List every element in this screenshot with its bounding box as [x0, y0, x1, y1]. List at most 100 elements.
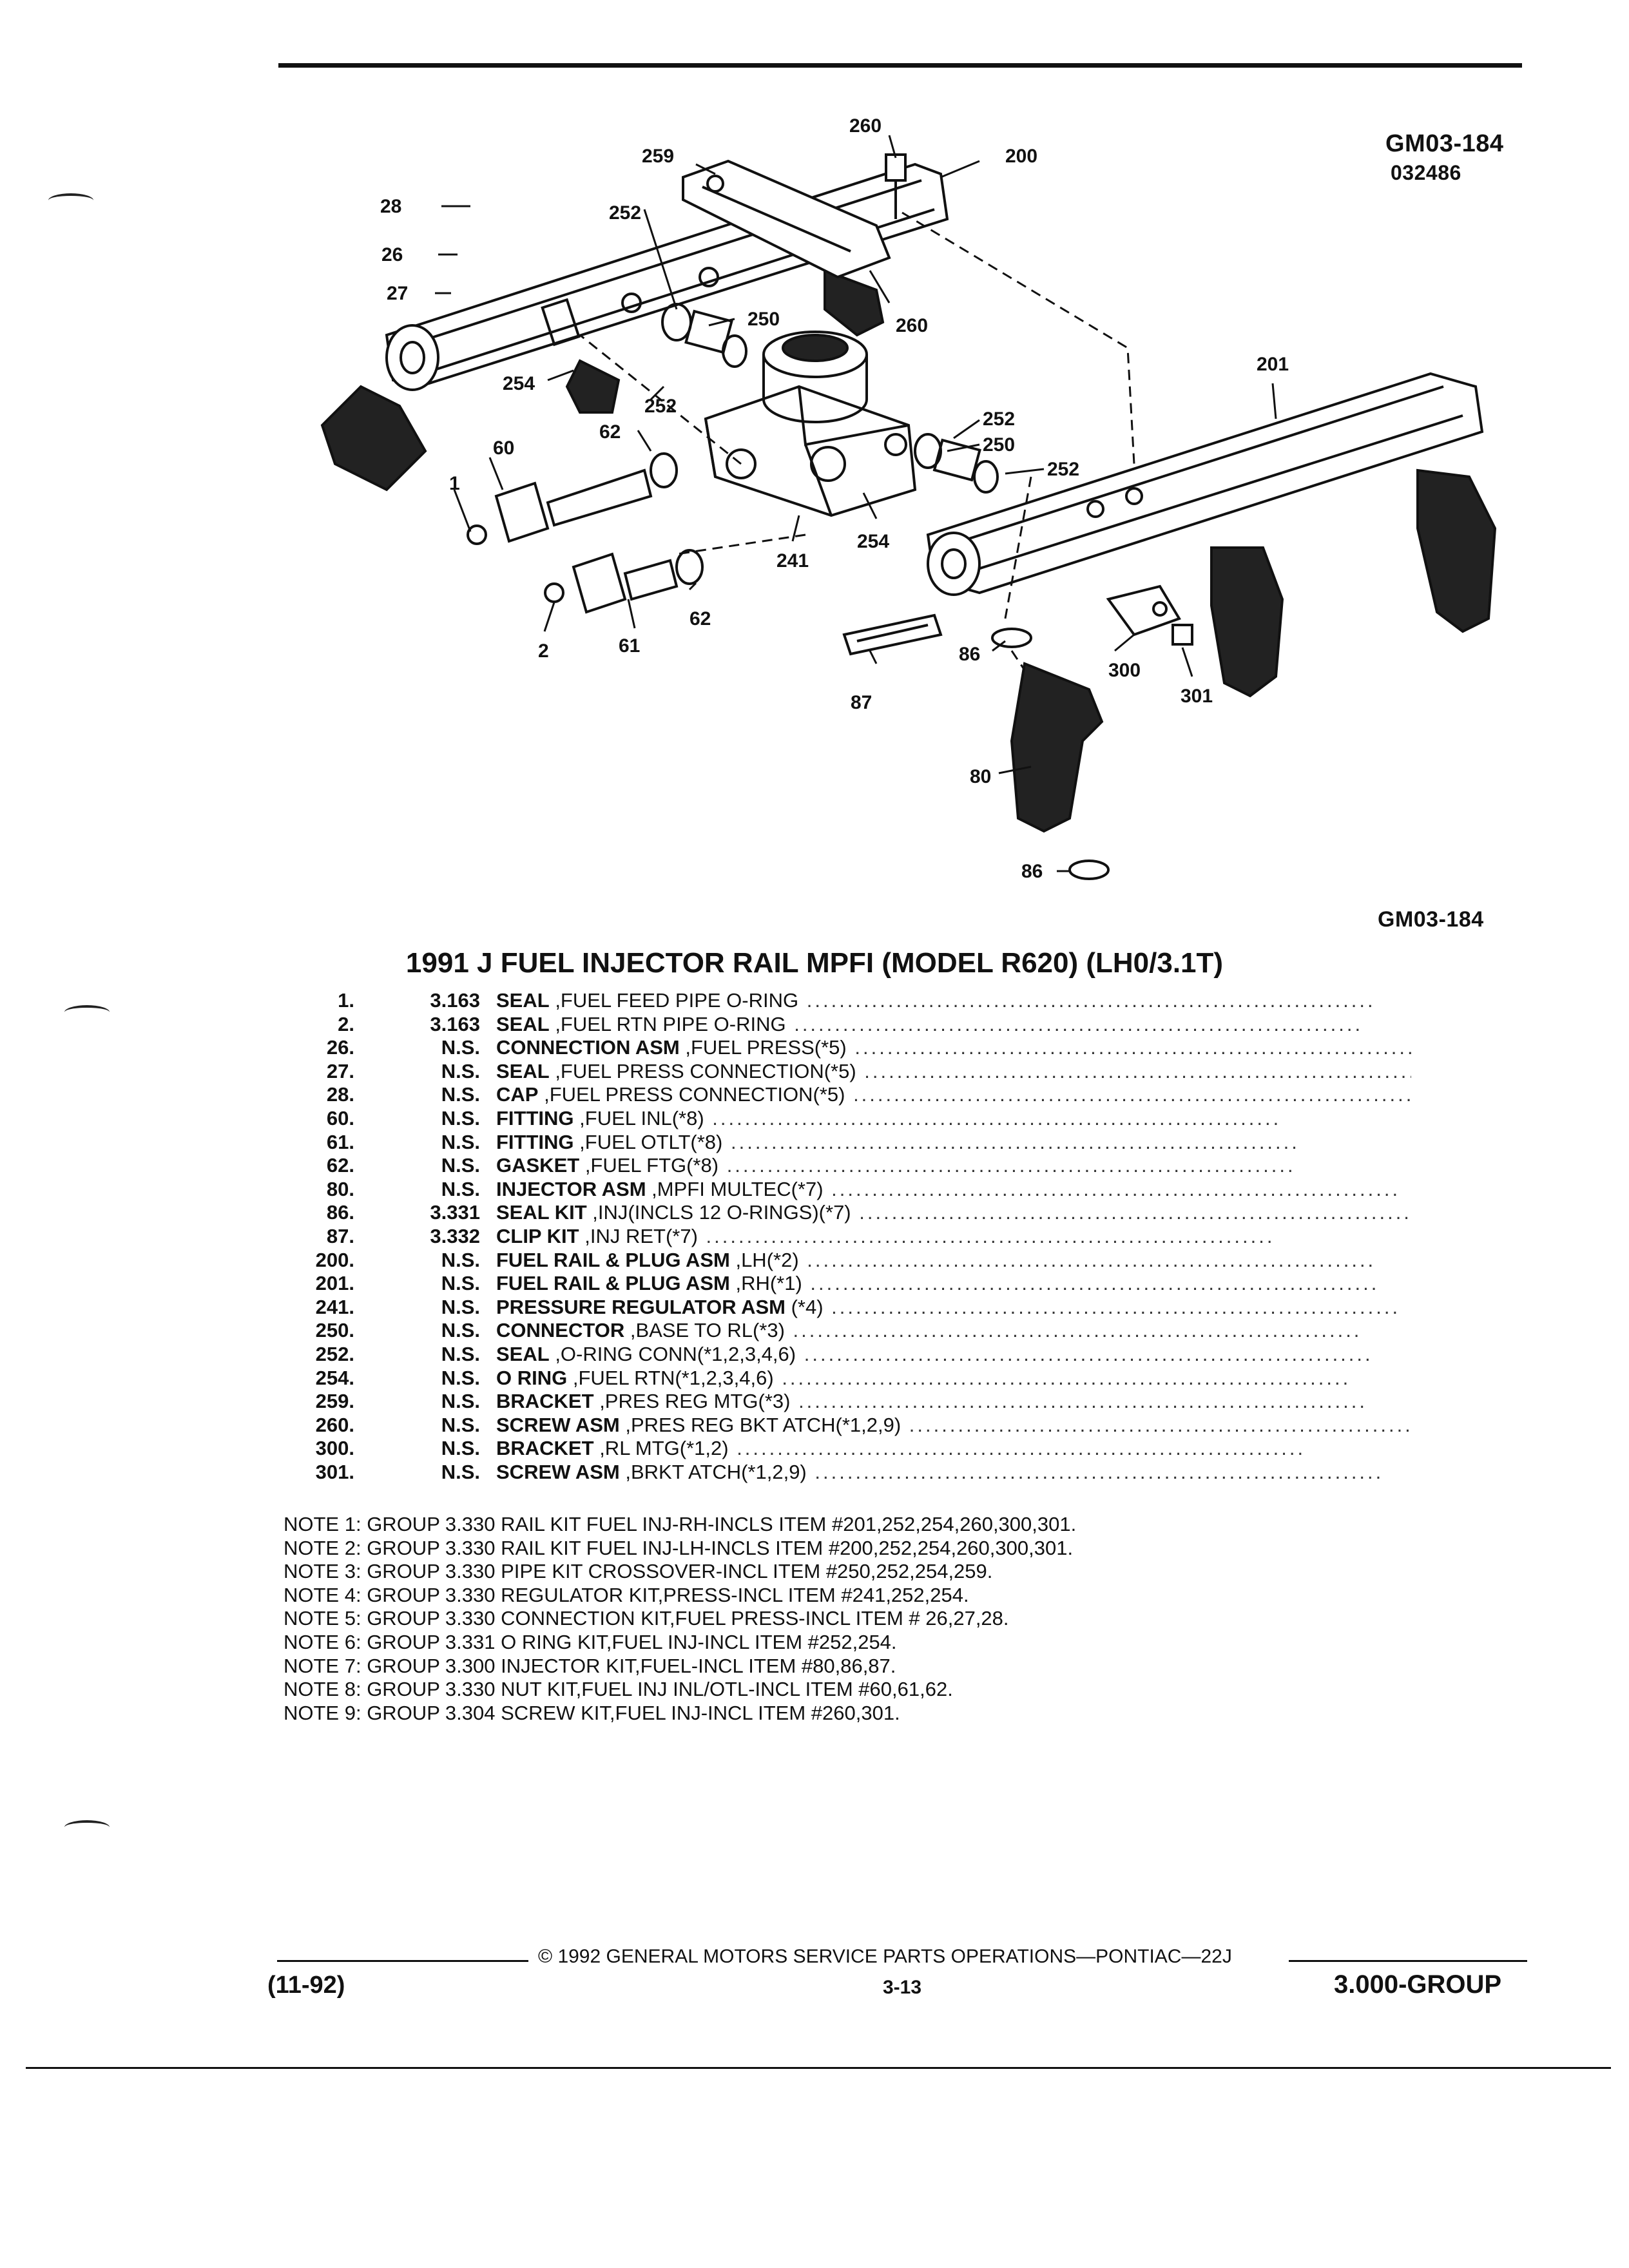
- callout-254: 254: [503, 373, 535, 394]
- part-group: 3.163: [430, 989, 480, 1012]
- part-name: FITTING: [496, 1130, 574, 1153]
- dot-leader: ........................................…: [845, 1083, 1411, 1106]
- part-description: FITTING ,FUEL OTLT(*8) .................…: [496, 1131, 1411, 1154]
- part-name: SEAL: [496, 1342, 550, 1365]
- part-row: 250.N.S.CONNECTOR ,BASE TO RL(*3) ......…: [277, 1319, 1424, 1343]
- part-name: SEAL: [496, 989, 550, 1012]
- callout-62: 62: [599, 421, 621, 443]
- callout-28: 28: [380, 196, 401, 217]
- part-detail: ,BRKT ATCH(*1,2,9): [625, 1460, 807, 1483]
- callout-201: 201: [1257, 354, 1289, 375]
- note-line: NOTE 5: GROUP 3.330 CONNECTION KIT,FUEL …: [284, 1607, 1009, 1630]
- part-name: CLIP KIT: [496, 1224, 579, 1247]
- part-name: SEAL: [496, 1012, 550, 1035]
- dot-leader: ........................................…: [790, 1390, 1367, 1413]
- illustration-number: 032486: [1391, 161, 1461, 184]
- part-group: N.S.: [441, 1390, 480, 1413]
- part-group: N.S.: [441, 1437, 480, 1460]
- rail-bracket: [1106, 584, 1193, 646]
- part-group: 3.332: [430, 1224, 480, 1247]
- part-number: 2.: [338, 1012, 354, 1035]
- part-group: N.S.: [441, 1154, 480, 1177]
- callout-62: 62: [689, 608, 711, 629]
- part-name: GASKET: [496, 1154, 580, 1177]
- part-row: 200.N.S.FUEL RAIL & PLUG ASM ,LH(*2) ...…: [277, 1249, 1424, 1273]
- part-description: SEAL ,FUEL RTN PIPE O-RING .............…: [496, 1013, 1411, 1036]
- part-group: N.S.: [441, 1413, 480, 1436]
- pressure-regulator: [704, 331, 917, 517]
- part-name: FUEL RAIL & PLUG ASM: [496, 1272, 730, 1295]
- part-detail: ,FUEL RTN(*1,2,3,4,6): [572, 1366, 774, 1389]
- dot-leader: ........................................…: [786, 1012, 1364, 1035]
- note-line: NOTE 4: GROUP 3.330 REGULATOR KIT,PRESS-…: [284, 1583, 969, 1606]
- part-description: INJECTOR ASM ,MPFI MULTEC(*7) ..........…: [496, 1178, 1411, 1201]
- part-row: 201.N.S.FUEL RAIL & PLUG ASM ,RH(*1) ...…: [277, 1272, 1424, 1296]
- part-row: 254.N.S.O RING ,FUEL RTN(*1,2,3,4,6) ...…: [277, 1367, 1424, 1390]
- part-number: 87.: [326, 1224, 354, 1247]
- part-group: N.S.: [441, 1059, 480, 1082]
- page-number: 3-13: [883, 1977, 922, 1998]
- part-name: SCREW ASM: [496, 1460, 620, 1483]
- top-rule: [278, 63, 1522, 68]
- dot-leader: ........................................…: [823, 1295, 1401, 1318]
- callout-252: 252: [609, 202, 641, 224]
- part-detail: ,PRES REG BKT ATCH(*1,2,9): [625, 1413, 901, 1436]
- part-row: 2. 3.163 SEAL ,FUEL RTN PIPE O-RING ......…: [277, 1013, 1424, 1037]
- part-description: SEAL ,FUEL PRESS CONNECTION(*5) ........…: [496, 1060, 1411, 1083]
- callout-26: 26: [381, 244, 403, 265]
- exploded-parts-diagram: 260 259 200 28 252 26 27 250 260 201 254…: [320, 115, 1497, 882]
- part-detail: ,MPFI MULTEC(*7): [651, 1177, 824, 1200]
- part-row: 28.N.S.CAP ,FUEL PRESS CONNECTION(*5) ..…: [277, 1083, 1424, 1107]
- callout-60: 60: [493, 437, 514, 459]
- part-number: 62.: [326, 1154, 354, 1177]
- part-description: GASKET ,FUEL FTG(*8) ...................…: [496, 1154, 1411, 1177]
- connector-seals: [661, 303, 999, 494]
- part-description: CONNECTOR ,BASE TO RL(*3) ..............…: [496, 1319, 1411, 1342]
- part-detail: ,FUEL PRESS CONNECTION(*5): [544, 1083, 845, 1106]
- part-group: 3.163: [430, 1012, 480, 1035]
- part-row: 60.N.S.FITTING ,FUEL INL(*8) ...........…: [277, 1107, 1424, 1131]
- footer-rule-left: [277, 1960, 528, 1962]
- note-line: NOTE 8: GROUP 3.330 NUT KIT,FUEL INJ INL…: [284, 1678, 953, 1701]
- part-description: CLIP KIT ,INJ RET(*7) ..................…: [496, 1225, 1411, 1248]
- injector-clip: [842, 613, 943, 656]
- callout-260: 260: [849, 115, 882, 137]
- fuel-fitting-outlet: [544, 549, 704, 614]
- part-number: 60.: [326, 1106, 354, 1129]
- dot-leader: ........................................…: [798, 1248, 1376, 1271]
- part-description: BRACKET ,PRES REG MTG(*3) ..............…: [496, 1390, 1411, 1413]
- notes-list: NOTE 1: GROUP 3.330 RAIL KIT FUEL INJ-RH…: [284, 1513, 1443, 1725]
- part-description: CAP ,FUEL PRESS CONNECTION(*5) .........…: [496, 1083, 1411, 1106]
- dot-leader: ........................................…: [851, 1201, 1411, 1224]
- part-number: 254.: [315, 1366, 354, 1389]
- part-detail: ,INJ RET(*7): [584, 1224, 698, 1247]
- dot-leader: ........................................…: [802, 1272, 1380, 1295]
- part-number: 301.: [315, 1460, 354, 1483]
- callout-86: 86: [1021, 861, 1043, 882]
- part-detail: (*4): [791, 1295, 824, 1318]
- part-detail: ,FUEL PRESS CONNECTION(*5): [555, 1059, 856, 1082]
- part-number: 252.: [315, 1342, 354, 1365]
- part-name: FITTING: [496, 1106, 574, 1129]
- dot-leader: ........................................…: [909, 1413, 1411, 1436]
- part-name: FUEL RAIL & PLUG ASM: [496, 1248, 730, 1271]
- callout-61: 61: [619, 635, 640, 657]
- part-description: SCREW ASM ,BRKT ATCH(*1,2,9) ...........…: [496, 1461, 1411, 1484]
- part-name: O RING: [496, 1366, 568, 1389]
- part-name: CONNECTOR: [496, 1319, 625, 1342]
- part-row: 300.N.S.BRACKET ,RL MTG(*1,2) ..........…: [277, 1437, 1424, 1461]
- callout-252: 252: [983, 408, 1015, 430]
- lh-injector: [320, 269, 885, 492]
- callout-250: 250: [983, 434, 1015, 456]
- callout-254: 254: [857, 531, 889, 552]
- part-detail: ,FUEL FTG(*8): [584, 1154, 719, 1177]
- injector-80: [991, 628, 1110, 880]
- part-number: 200.: [315, 1248, 354, 1271]
- note-line: NOTE 1: GROUP 3.330 RAIL KIT FUEL INJ-RH…: [284, 1513, 1077, 1535]
- part-group: N.S.: [441, 1177, 480, 1200]
- callout-300: 300: [1108, 660, 1141, 681]
- dot-leader: ........................................…: [784, 1319, 1362, 1342]
